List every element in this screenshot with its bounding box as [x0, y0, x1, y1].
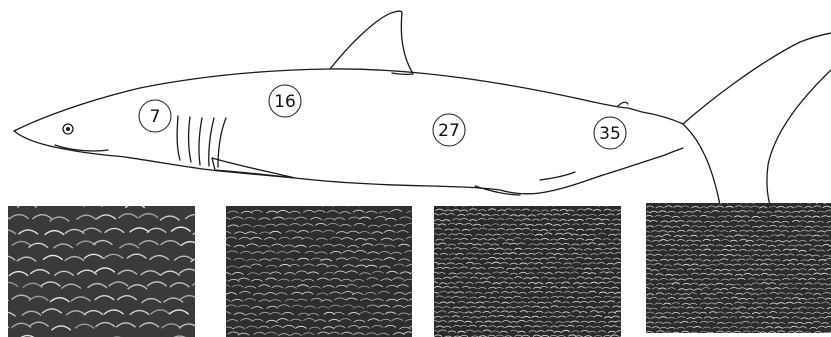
sample-marker-27: 27 [433, 114, 465, 146]
sample-marker-16: 16 [269, 85, 301, 117]
sem-panel-16 [226, 206, 412, 337]
sem-background [226, 206, 412, 337]
sem-texture-16 [226, 206, 412, 337]
sem-texture-35 [646, 203, 831, 333]
sem-panel-7 [8, 206, 195, 337]
sample-marker-label: 27 [438, 121, 460, 141]
sem-panel-35 [646, 203, 831, 333]
sem-texture-27 [434, 206, 621, 337]
sem-panel-27 [434, 206, 621, 337]
sample-marker-35: 35 [594, 117, 626, 149]
eye-icon [63, 124, 73, 134]
sample-marker-label: 7 [150, 107, 161, 127]
sem-texture-7 [8, 206, 195, 337]
sample-marker-7: 7 [139, 100, 171, 132]
sample-marker-label: 35 [599, 124, 621, 144]
shark-outline [14, 11, 831, 205]
sample-marker-label: 16 [274, 92, 296, 112]
